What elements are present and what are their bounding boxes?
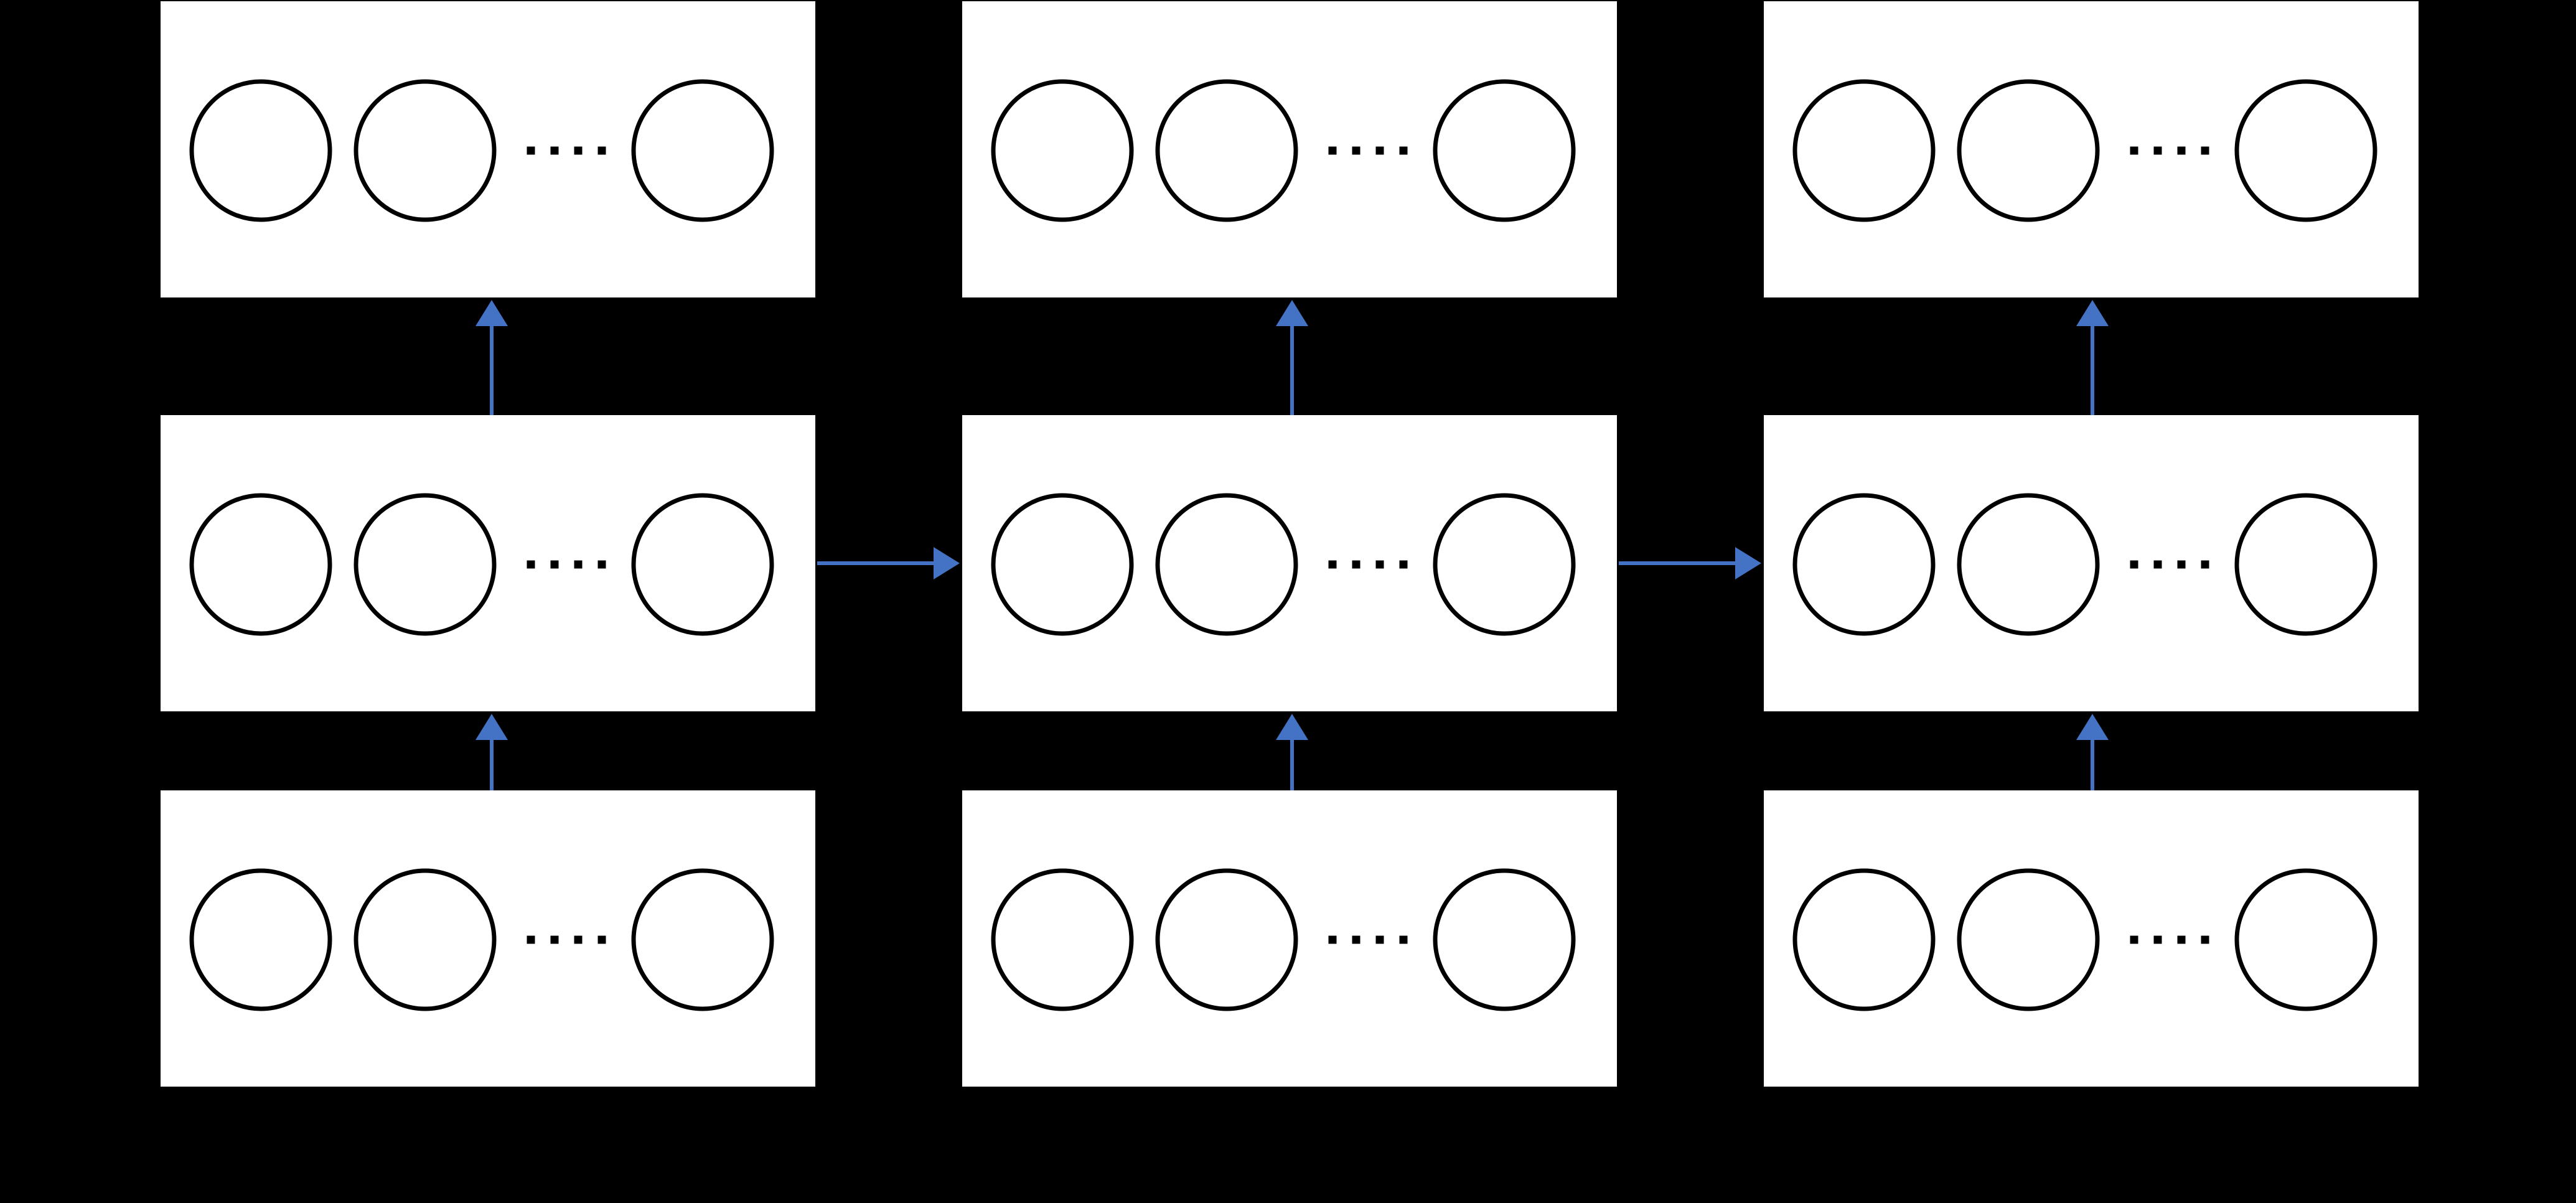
arrow-head-up-icon [1276, 714, 1308, 740]
ellipsis-dot [1328, 560, 1337, 569]
arrow-right-mid-c2-to-c3 [1619, 547, 1761, 579]
boxes-layer [161, 1, 2419, 1087]
ellipsis-dot [1375, 146, 1384, 155]
arrow-up-c1-mid-to-top [475, 300, 508, 415]
ellipsis-dot [1352, 560, 1361, 569]
arrow-up-c3-mid-to-top [2076, 300, 2109, 415]
arrow-right-mid-c1-to-c2 [817, 547, 960, 579]
ellipsis-dot [2130, 560, 2138, 569]
node-group-box-r3c3 [1764, 790, 2419, 1087]
ellipsis-dot [2130, 146, 2138, 155]
node-circle-3 [1433, 79, 1576, 222]
node-circle-2 [354, 493, 497, 636]
ellipsis-dot [550, 935, 559, 944]
arrow-head-up-icon [2076, 714, 2109, 740]
ellipsis-dot [597, 935, 606, 944]
ellipsis-dot [597, 560, 606, 569]
node-circle-3 [631, 79, 774, 222]
node-circle-3 [631, 868, 774, 1011]
node-circle-2 [1155, 868, 1298, 1011]
node-group-box-r3c1 [161, 790, 815, 1087]
node-circle-2 [1155, 79, 1298, 222]
node-circle-1 [1792, 493, 1936, 636]
node-circle-3 [2234, 493, 2377, 636]
ellipsis-dot [2201, 935, 2209, 944]
node-group-box-r2c1 [161, 415, 815, 711]
ellipsis-dot [1375, 935, 1384, 944]
ellipsis-dot [2201, 146, 2209, 155]
node-group-box-r3c2 [962, 790, 1617, 1087]
arrow-up-c1-bot-to-mid [475, 714, 508, 790]
ellipsis-dot [1399, 935, 1408, 944]
node-circle-2 [1155, 493, 1298, 636]
arrows-layer [475, 300, 2109, 790]
ellipsis-dot [527, 935, 535, 944]
ellipsis-dot [2177, 146, 2186, 155]
node-group-box-r2c3 [1764, 415, 2419, 711]
arrow-up-c3-bot-to-mid [2076, 714, 2109, 790]
ellipsis-dot [2153, 146, 2162, 155]
node-group-box-r2c2 [962, 415, 1617, 711]
ellipsis-dot [1352, 146, 1361, 155]
node-circle-3 [2234, 79, 2377, 222]
node-group-box-r1c1 [161, 1, 815, 297]
ellipsis-dot [574, 935, 583, 944]
node-circle-2 [354, 79, 497, 222]
ellipsis-dot [2201, 560, 2209, 569]
arrow-head-up-icon [475, 300, 508, 326]
node-circle-2 [354, 868, 497, 1011]
ellipsis-dot [2130, 935, 2138, 944]
ellipsis-dot [1352, 935, 1361, 944]
ellipsis-dot [2153, 560, 2162, 569]
arrow-up-c2-mid-to-top [1276, 300, 1308, 415]
ellipsis-dot [1375, 560, 1384, 569]
ellipsis-dot [1399, 560, 1408, 569]
node-circle-2 [1957, 79, 2100, 222]
ellipsis-dot [574, 560, 583, 569]
arrow-head-up-icon [475, 714, 508, 740]
ellipsis-dot [1399, 146, 1408, 155]
ellipsis-dot [1328, 935, 1337, 944]
node-circle-1 [991, 493, 1134, 636]
ellipsis-dot [574, 146, 583, 155]
node-group-box-r1c2 [962, 1, 1617, 297]
arrow-head-right-icon [934, 547, 960, 579]
node-circle-1 [189, 493, 332, 636]
ellipsis-dot [1328, 146, 1337, 155]
node-circle-1 [991, 868, 1134, 1011]
node-circle-1 [189, 868, 332, 1011]
arrow-head-up-icon [2076, 300, 2109, 326]
node-group-box-r1c3 [1764, 1, 2419, 297]
arrow-up-c2-bot-to-mid [1276, 714, 1308, 790]
node-circle-2 [1957, 493, 2100, 636]
arrow-head-up-icon [1276, 300, 1308, 326]
node-circle-1 [991, 79, 1134, 222]
node-circle-1 [1792, 79, 1936, 222]
node-circle-3 [2234, 868, 2377, 1011]
ellipsis-dot [2177, 560, 2186, 569]
node-circle-1 [189, 79, 332, 222]
node-circle-3 [1433, 493, 1576, 636]
ellipsis-dot [550, 146, 559, 155]
ellipsis-dot [527, 146, 535, 155]
ellipsis-dot [527, 560, 535, 569]
node-circle-1 [1792, 868, 1936, 1011]
arrow-head-right-icon [1735, 547, 1761, 579]
ellipsis-dot [2153, 935, 2162, 944]
node-circle-3 [1433, 868, 1576, 1011]
ellipsis-dot [2177, 935, 2186, 944]
node-circle-2 [1957, 868, 2100, 1011]
ellipsis-dot [597, 146, 606, 155]
node-circle-3 [631, 493, 774, 636]
ellipsis-dot [550, 560, 559, 569]
